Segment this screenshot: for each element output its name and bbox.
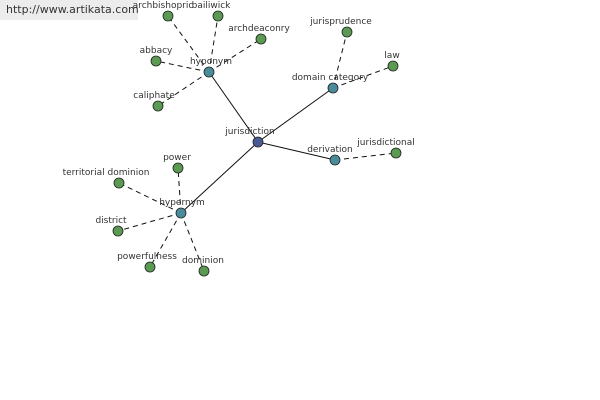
node-bailiwick[interactable] [212, 10, 224, 22]
node-caliphate[interactable] [152, 100, 164, 112]
node-jurisdictional[interactable] [390, 147, 402, 159]
url-banner[interactable]: http://www.artikata.com [0, 0, 138, 20]
edge-hyponym-abbacy [155, 60, 210, 73]
node-label-jurisprudence[interactable]: jurisprudence [309, 17, 372, 27]
node-powerfulness[interactable] [144, 261, 156, 273]
edge-jurisdiction-hypernym [180, 141, 259, 214]
edge-domain_category-law [332, 65, 394, 89]
node-label-jurisdiction[interactable]: jurisdiction [224, 127, 275, 137]
node-hyponym[interactable] [203, 66, 215, 78]
edge-hyponym-archbishopric [167, 15, 210, 73]
node-jurisdiction[interactable] [252, 136, 264, 148]
node-law[interactable] [387, 60, 399, 72]
node-label-hypernym[interactable]: hypernym [159, 198, 205, 208]
graph-nodes [112, 10, 402, 277]
graph-labels: jurisdiction hyponym domain category deriva… [63, 1, 415, 266]
node-label-archdeaconry[interactable]: archdeaconry [228, 24, 290, 34]
node-label-domain-category[interactable]: domain category [292, 73, 369, 83]
edge-hyponym-archdeaconry [208, 38, 262, 73]
edge-jurisdiction-hyponym [208, 71, 259, 143]
edge-hypernym-district [117, 212, 182, 232]
edge-derivation-jurisdictional [334, 152, 397, 161]
node-label-law[interactable]: law [384, 51, 399, 61]
node-domain-category[interactable] [327, 82, 339, 94]
node-archdeaconry[interactable] [255, 33, 267, 45]
node-label-district[interactable]: district [95, 216, 127, 226]
graph-edges [117, 15, 397, 272]
node-territorial-dominion[interactable] [113, 177, 125, 189]
edge-hyponym-bailiwick [208, 15, 219, 73]
node-jurisprudence[interactable] [341, 26, 353, 38]
edge-jurisdiction-derivation [257, 141, 336, 161]
node-dominion[interactable] [198, 265, 210, 277]
node-label-hyponym[interactable]: hyponym [190, 57, 232, 67]
edge-domain_category-jurisprudence [332, 31, 348, 89]
node-label-abbacy[interactable]: abbacy [140, 46, 173, 56]
edge-hypernym-power [177, 167, 182, 214]
node-label-caliphate[interactable]: caliphate [133, 91, 175, 101]
node-label-power[interactable]: power [163, 153, 191, 163]
node-district[interactable] [112, 225, 124, 237]
edge-hypernym-dominion [180, 212, 205, 272]
node-archbishopric[interactable] [162, 10, 174, 22]
edge-hyponym-caliphate [157, 71, 210, 107]
edge-hypernym-territorial_dominion [118, 182, 182, 214]
node-hypernym[interactable] [175, 207, 187, 219]
node-label-derivation[interactable]: derivation [307, 145, 353, 155]
node-label-archbishopric[interactable]: archbishopric [133, 1, 194, 11]
edge-hypernym-powerfulness [149, 212, 182, 268]
node-abbacy[interactable] [150, 55, 162, 67]
node-label-bailiwick[interactable]: bailiwick [192, 1, 232, 11]
node-label-dominion[interactable]: dominion [182, 256, 224, 266]
node-label-territorial-dominion[interactable]: territorial dominion [63, 168, 150, 178]
node-label-powerfulness[interactable]: powerfulness [117, 252, 177, 262]
node-derivation[interactable] [329, 154, 341, 166]
edge-jurisdiction-domain_category [257, 87, 334, 143]
node-label-jurisdictional[interactable]: jurisdictional [356, 138, 415, 148]
node-power[interactable] [172, 162, 184, 174]
